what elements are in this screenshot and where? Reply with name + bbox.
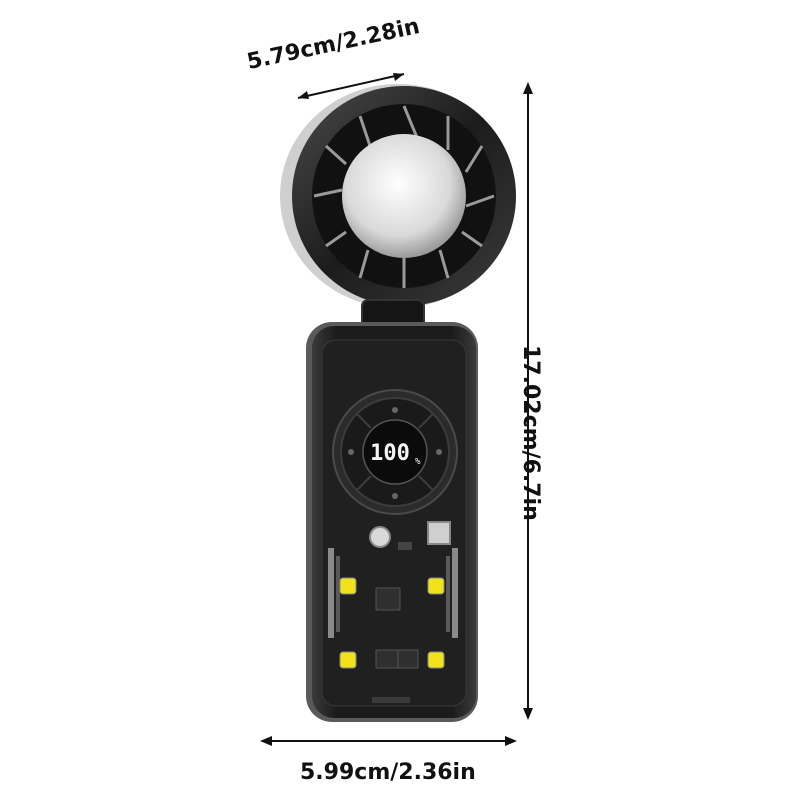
- bottom-width-label: 5.99cm/2.36in: [300, 760, 476, 785]
- circuit-board: [328, 521, 458, 703]
- led-lights: [339, 577, 445, 669]
- fan-hub: [342, 134, 466, 258]
- battery-display-value: 100: [370, 441, 410, 466]
- battery-display-unit: %: [415, 457, 421, 467]
- control-pad: [332, 389, 458, 515]
- fan-head: [280, 84, 516, 308]
- fan-blades: [313, 105, 495, 288]
- height-dimension-line: [523, 82, 533, 720]
- height-label: 17.02cm/6.7in: [518, 345, 543, 521]
- bottom-dimension-line: [260, 736, 517, 746]
- top-dimension-line: [297, 73, 405, 99]
